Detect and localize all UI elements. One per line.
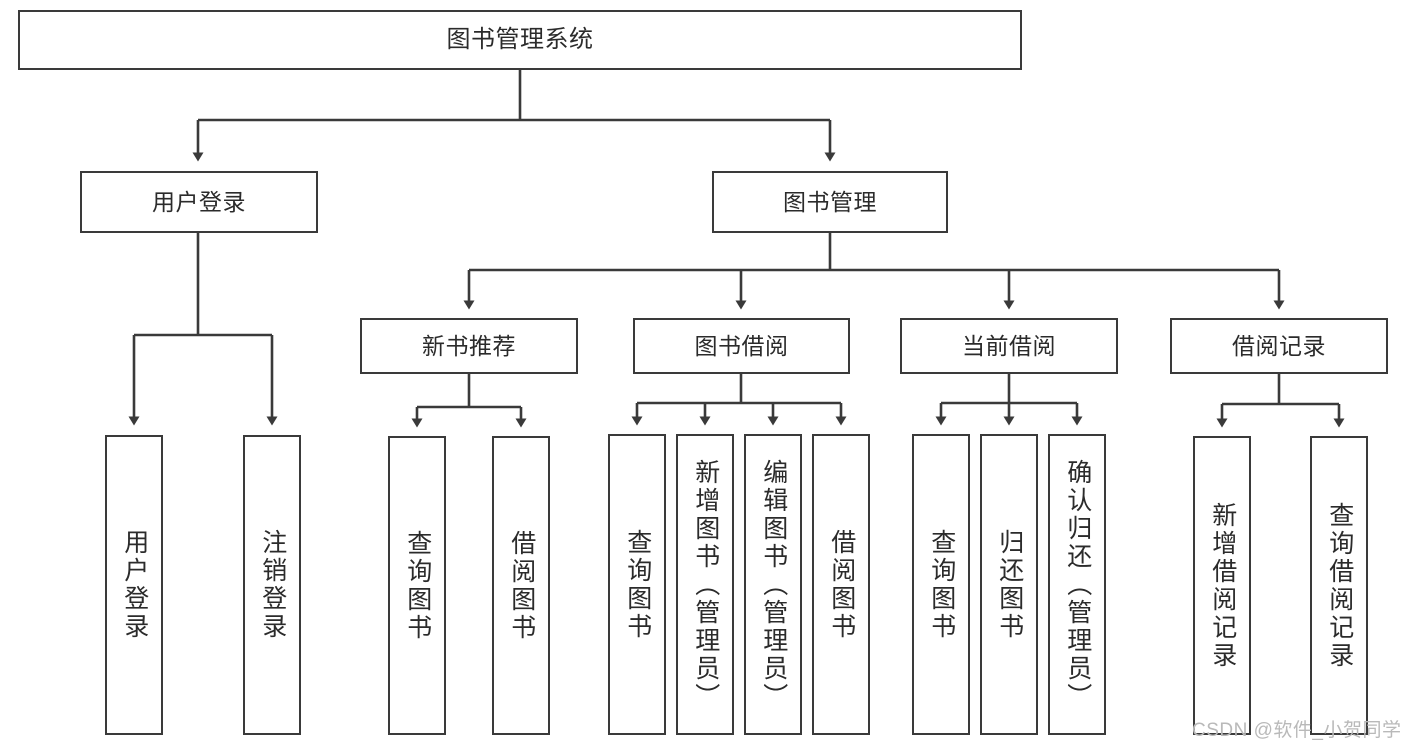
leaf-user-login-logout[interactable]: 注销登录 bbox=[243, 435, 301, 735]
node-label: 编辑图书（管理员） bbox=[759, 458, 788, 711]
leaf-user-login-login[interactable]: 用户登录 bbox=[105, 435, 163, 735]
leaf-book-borrow-add-book-admin[interactable]: 新增图书（管理员） bbox=[676, 434, 734, 735]
node-label: 借阅图书 bbox=[827, 528, 856, 641]
node-user-login[interactable]: 用户登录 bbox=[80, 171, 318, 233]
node-book-borrow[interactable]: 图书借阅 bbox=[633, 318, 850, 374]
node-label: 图书管理 bbox=[783, 188, 877, 215]
node-label: 注销登录 bbox=[258, 529, 287, 641]
leaf-book-borrow-borrow-book[interactable]: 借阅图书 bbox=[812, 434, 870, 735]
node-label: 新书推荐 bbox=[422, 332, 516, 359]
leaf-borrow-record-add-record[interactable]: 新增借阅记录 bbox=[1193, 436, 1251, 735]
leaf-current-borrow-query-book[interactable]: 查询图书 bbox=[912, 434, 970, 735]
node-label: 新增图书（管理员） bbox=[691, 458, 720, 711]
node-label: 归还图书 bbox=[995, 528, 1024, 641]
node-label: 查询借阅记录 bbox=[1325, 501, 1354, 670]
leaf-current-borrow-return-book[interactable]: 归还图书 bbox=[980, 434, 1038, 735]
node-label: 借阅图书 bbox=[507, 529, 536, 642]
leaf-current-borrow-confirm-return-admin[interactable]: 确认归还（管理员） bbox=[1048, 434, 1106, 735]
node-label: 确认归还（管理员） bbox=[1063, 458, 1092, 711]
node-current-borrow[interactable]: 当前借阅 bbox=[900, 318, 1118, 374]
leaf-new-book-query-book[interactable]: 查询图书 bbox=[388, 436, 446, 735]
node-label: 用户登录 bbox=[152, 188, 246, 215]
leaf-book-borrow-query-book[interactable]: 查询图书 bbox=[608, 434, 666, 735]
node-label: 查询图书 bbox=[927, 528, 956, 641]
leaf-new-book-borrow-book[interactable]: 借阅图书 bbox=[492, 436, 550, 735]
leaf-borrow-record-query-record[interactable]: 查询借阅记录 bbox=[1310, 436, 1368, 735]
node-new-book-recommend[interactable]: 新书推荐 bbox=[360, 318, 578, 374]
node-label: 图书借阅 bbox=[694, 332, 789, 359]
watermark-text: CSDN @软件_小贺同学 bbox=[1192, 720, 1402, 741]
node-book-management[interactable]: 图书管理 bbox=[712, 171, 948, 233]
leaf-book-borrow-edit-book-admin[interactable]: 编辑图书（管理员） bbox=[744, 434, 802, 735]
node-root-book-management-system[interactable]: 图书管理系统 bbox=[18, 10, 1022, 70]
node-label: 当前借阅 bbox=[962, 332, 1056, 359]
node-label: 新增借阅记录 bbox=[1208, 501, 1237, 670]
node-label: 用户登录 bbox=[120, 529, 149, 641]
node-borrow-record[interactable]: 借阅记录 bbox=[1170, 318, 1388, 374]
node-label: 图书管理系统 bbox=[446, 26, 594, 53]
node-label: 查询图书 bbox=[623, 528, 652, 641]
node-label: 查询图书 bbox=[403, 529, 432, 642]
node-label: 借阅记录 bbox=[1232, 332, 1326, 359]
